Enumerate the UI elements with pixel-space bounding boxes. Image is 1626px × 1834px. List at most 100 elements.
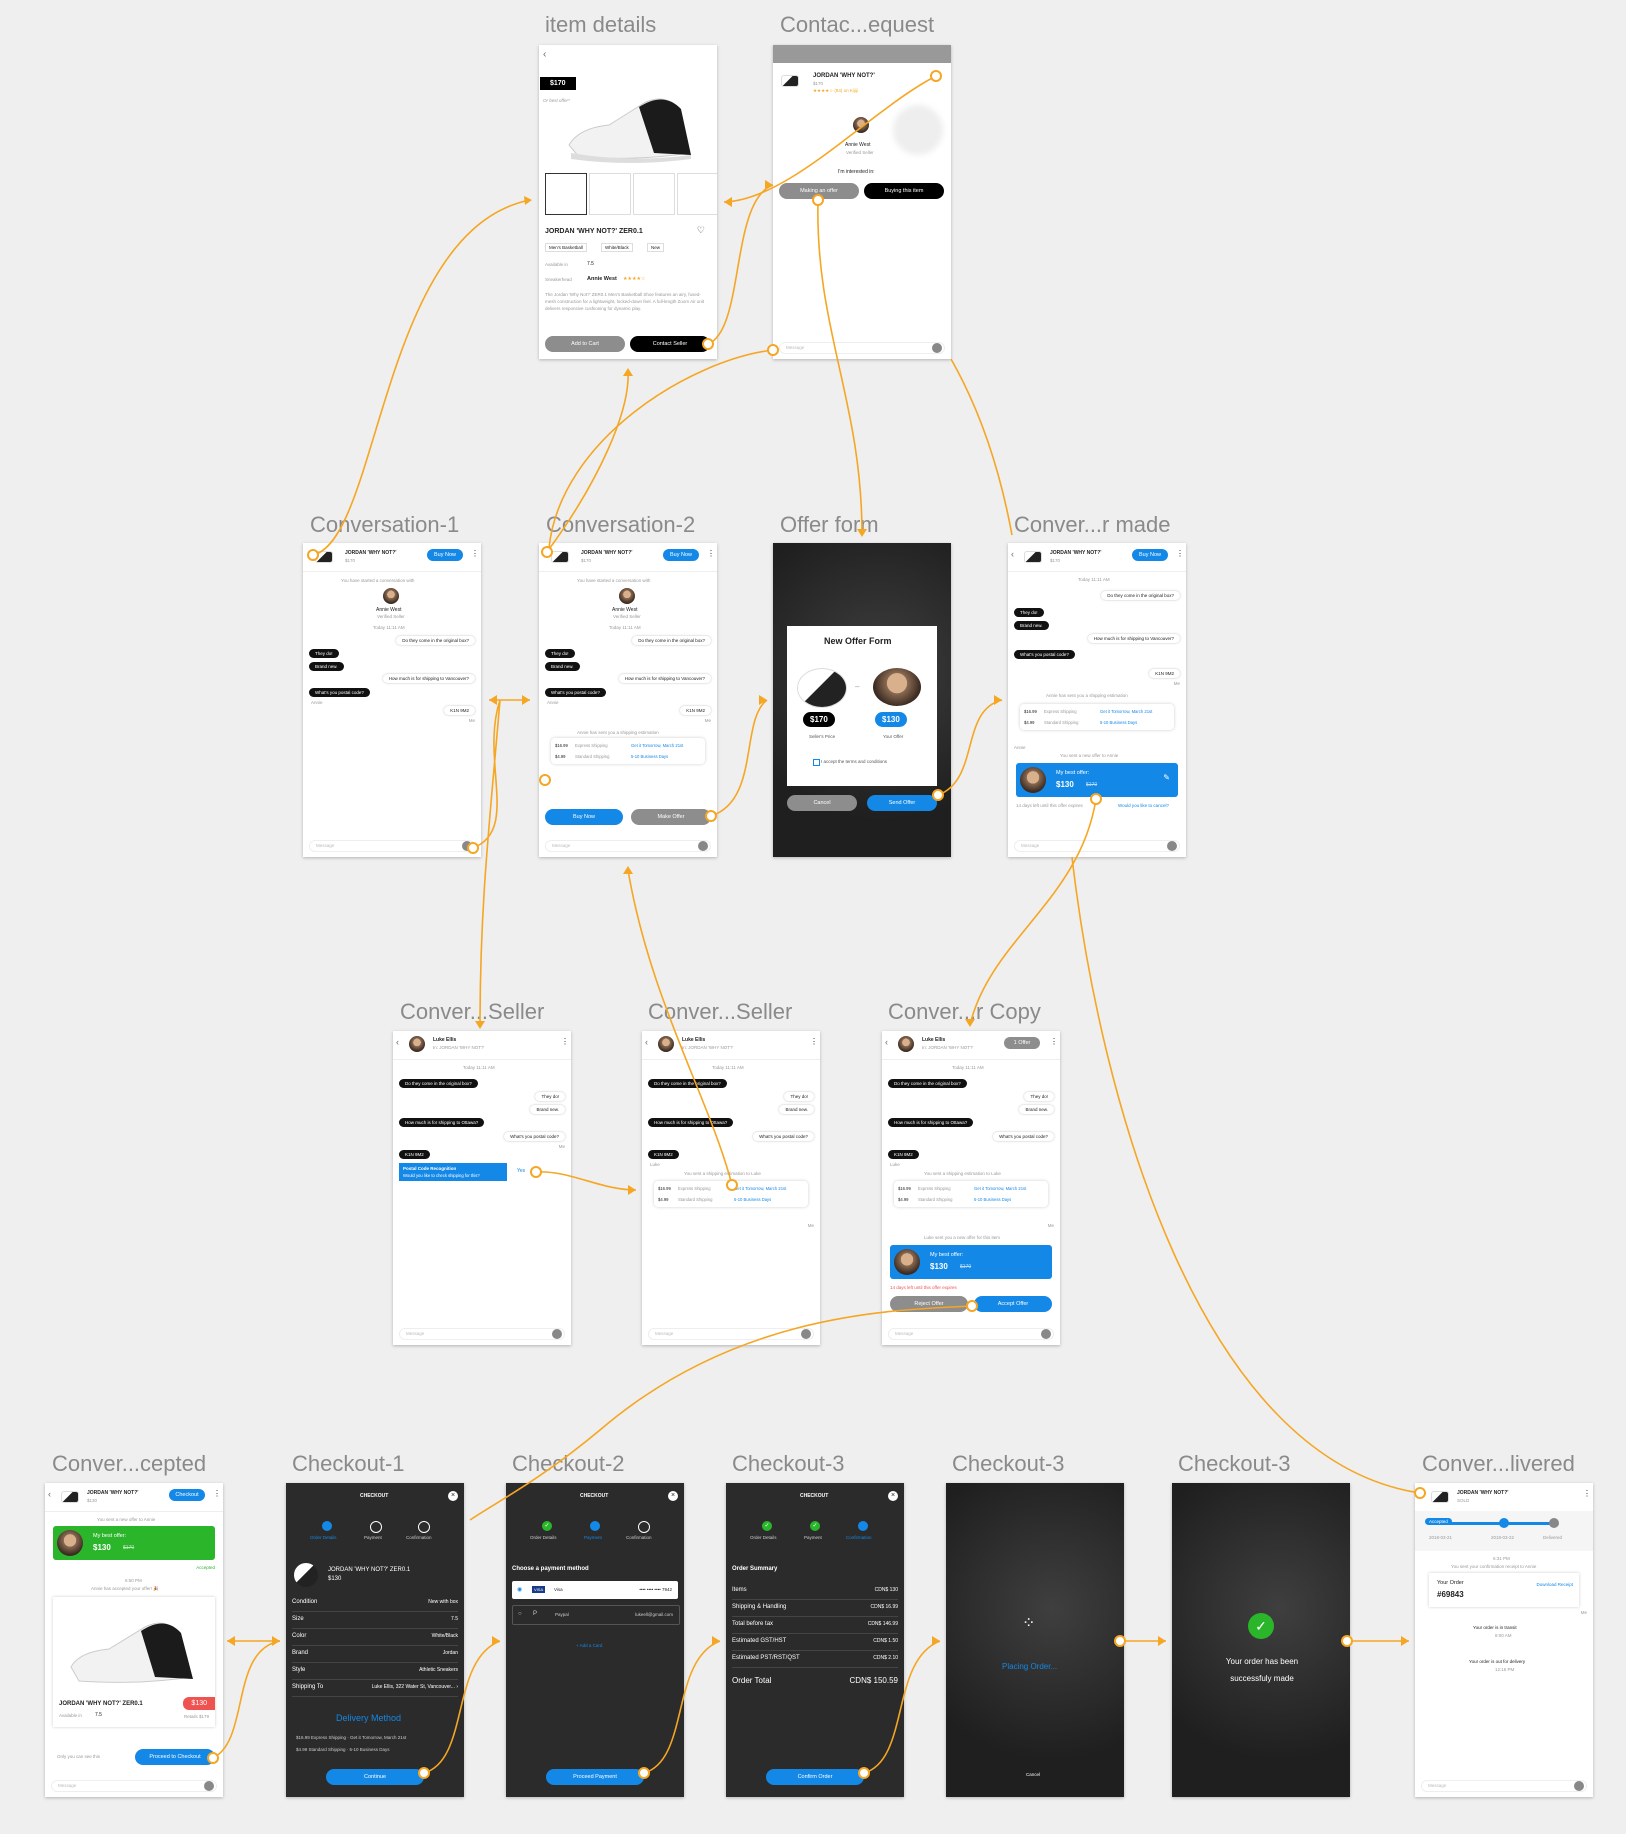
attach-icon[interactable] (801, 1329, 811, 1339)
buy-now-button[interactable]: Buy Now (427, 549, 463, 561)
reject-offer-button[interactable]: Reject Offer (890, 1296, 968, 1312)
message-input[interactable]: Message (1014, 840, 1180, 852)
buyer-name: Luke Ellis (682, 1037, 706, 1043)
close-icon[interactable]: × (668, 1491, 678, 1501)
artboard-conversation-2: JORDAN 'WHY NOT?' $170 Buy Now ⋮ You hav… (539, 543, 717, 857)
gallery-thumb-1[interactable] (545, 173, 587, 215)
more-icon[interactable]: ⋮ (810, 1037, 818, 1046)
attach-icon[interactable] (698, 841, 708, 851)
payment-option-visa[interactable]: ◉ VISA Visa •••• •••• •••• 7942 (512, 1581, 678, 1599)
download-receipt-link[interactable]: Download Receipt (1536, 1582, 1573, 1587)
flow-arrowhead (932, 1636, 940, 1646)
cancel-offer-link[interactable]: Would you like to cancel? (1118, 803, 1169, 808)
no-option[interactable]: No (531, 1168, 538, 1174)
payment-option-paypal[interactable]: ○ P Paypal lukeell@gmail.com (512, 1605, 680, 1625)
message-input[interactable]: Message (309, 840, 475, 852)
make-offer-button[interactable]: Make Offer (631, 809, 711, 825)
back-icon[interactable]: ‹ (48, 1489, 51, 1499)
more-icon[interactable]: ⋮ (1176, 549, 1184, 558)
attach-icon[interactable] (462, 841, 472, 851)
best-offer-label: My best offer: (93, 1533, 127, 1539)
message-input[interactable]: Message (399, 1328, 565, 1340)
confirm-order-button[interactable]: Confirm Order (766, 1769, 864, 1785)
more-icon[interactable]: ⋮ (471, 549, 479, 558)
seller-name: Annie West (376, 607, 402, 613)
proceed-payment-button[interactable]: Proceed Payment (546, 1769, 644, 1785)
buyer-avatar (1020, 767, 1046, 793)
sender-label: Annie (547, 700, 559, 705)
accepted-note: Annie has accepted your offer! 🎉 (91, 1586, 159, 1591)
started-note: You have started a conversation with (577, 578, 651, 583)
message-input[interactable]: Message (888, 1328, 1054, 1340)
proceed-checkout-button[interactable]: Proceed to Checkout (135, 1749, 215, 1765)
buy-now-button-2[interactable]: Buy Now (545, 809, 623, 825)
attach-icon[interactable] (1167, 841, 1177, 851)
more-icon[interactable]: ⋮ (213, 1489, 221, 1498)
back-icon[interactable]: ‹ (1011, 549, 1014, 559)
back-icon[interactable]: ‹ (396, 1037, 399, 1047)
close-icon[interactable]: × (448, 1491, 458, 1501)
more-icon[interactable]: ⋮ (561, 1037, 569, 1046)
attach-icon[interactable] (1041, 1329, 1051, 1339)
seller-name[interactable]: Annie West (587, 276, 617, 282)
close-icon[interactable]: × (888, 1491, 898, 1501)
radio-empty-icon[interactable]: ○ (518, 1611, 522, 1617)
message-input[interactable]: Message (648, 1328, 814, 1340)
attach-icon[interactable] (1574, 1781, 1584, 1791)
back-icon[interactable]: ‹ (885, 1037, 888, 1047)
radio-selected-icon[interactable]: ◉ (517, 1587, 523, 1593)
delivery-option-express[interactable]: $16.99 Express Shipping · Get it Tomorro… (296, 1735, 407, 1740)
more-icon[interactable]: ⋮ (1583, 1489, 1591, 1498)
yes-option[interactable]: Yes (517, 1168, 526, 1174)
shipping-to-value: Luke Ellis, 322 Water St, Vancouver... › (371, 1684, 458, 1690)
offer-count-badge[interactable]: 1 Offer (1004, 1037, 1040, 1049)
checkout-title: CHECKOUT (360, 1493, 389, 1499)
delivery-option-standard[interactable]: $4.99 Standard Shipping · 5-10 Business … (296, 1747, 390, 1752)
terms-checkbox[interactable] (813, 759, 820, 766)
out-for-delivery-note: Your order is out for delivery (1469, 1659, 1526, 1664)
gallery-thumb-4[interactable] (677, 173, 717, 215)
add-to-cart-button[interactable]: Add to Cart (545, 336, 625, 352)
chat-header: JORDAN 'WHY NOT?' $170 Buy Now ⋮ (303, 543, 481, 572)
accept-offer-button[interactable]: Accept Offer (974, 1296, 1052, 1312)
gallery-thumb-2[interactable] (589, 173, 631, 215)
attach-icon[interactable] (932, 343, 942, 353)
message-input[interactable]: Message (51, 1780, 217, 1792)
making-offer-button[interactable]: Making an offer (779, 183, 859, 199)
add-card-link[interactable]: + Add a Card (576, 1643, 603, 1648)
cancel-link[interactable]: Cancel (1026, 1772, 1041, 1777)
heart-icon[interactable]: ♡ (696, 225, 705, 235)
shipping-estimate-card: $16.99 Express Shipping Get it Tomorrow,… (551, 738, 705, 764)
checkout-button[interactable]: Checkout (169, 1489, 205, 1501)
cancel-button[interactable]: Cancel (787, 795, 857, 811)
your-offer-pill[interactable]: $130 (875, 712, 907, 727)
contact-seller-button[interactable]: Contact Seller (630, 336, 710, 352)
buying-item-button[interactable]: Buying this item (864, 183, 944, 199)
msg-buyer-2: How much is for shipping to Ottawa? (399, 1118, 485, 1127)
back-icon[interactable]: ‹ (543, 49, 547, 60)
more-icon[interactable]: ⋮ (1050, 1037, 1058, 1046)
back-icon[interactable]: ‹ (645, 1037, 648, 1047)
modal-title: New Offer Form (824, 636, 892, 646)
msg-me-2: Brand new. (530, 1105, 565, 1114)
interested-label: I'm interested in: (838, 169, 875, 175)
message-input[interactable]: Message (779, 342, 945, 354)
attach-icon[interactable] (552, 1329, 562, 1339)
edit-icon[interactable]: ✎ (1163, 773, 1170, 782)
continue-button[interactable]: Continue (326, 1769, 424, 1785)
gallery-thumb-3[interactable] (633, 173, 675, 215)
back-icon[interactable]: ‹ (1418, 1489, 1421, 1499)
message-input[interactable]: Message (1421, 1780, 1587, 1792)
send-offer-button[interactable]: Send Offer (867, 795, 937, 811)
shipping-label: Shipping & Handling (732, 1604, 787, 1610)
attach-icon[interactable] (204, 1781, 214, 1791)
your-offer-label: Your Offer (883, 734, 904, 739)
step-1-label: Order Details (750, 1535, 777, 1540)
artboard-title-seller-1: Conver...Seller (400, 999, 545, 1024)
more-icon[interactable]: ⋮ (707, 549, 715, 558)
buy-now-button[interactable]: Buy Now (663, 549, 699, 561)
message-input[interactable]: Message (545, 840, 711, 852)
buy-now-button[interactable]: Buy Now (1132, 549, 1168, 561)
